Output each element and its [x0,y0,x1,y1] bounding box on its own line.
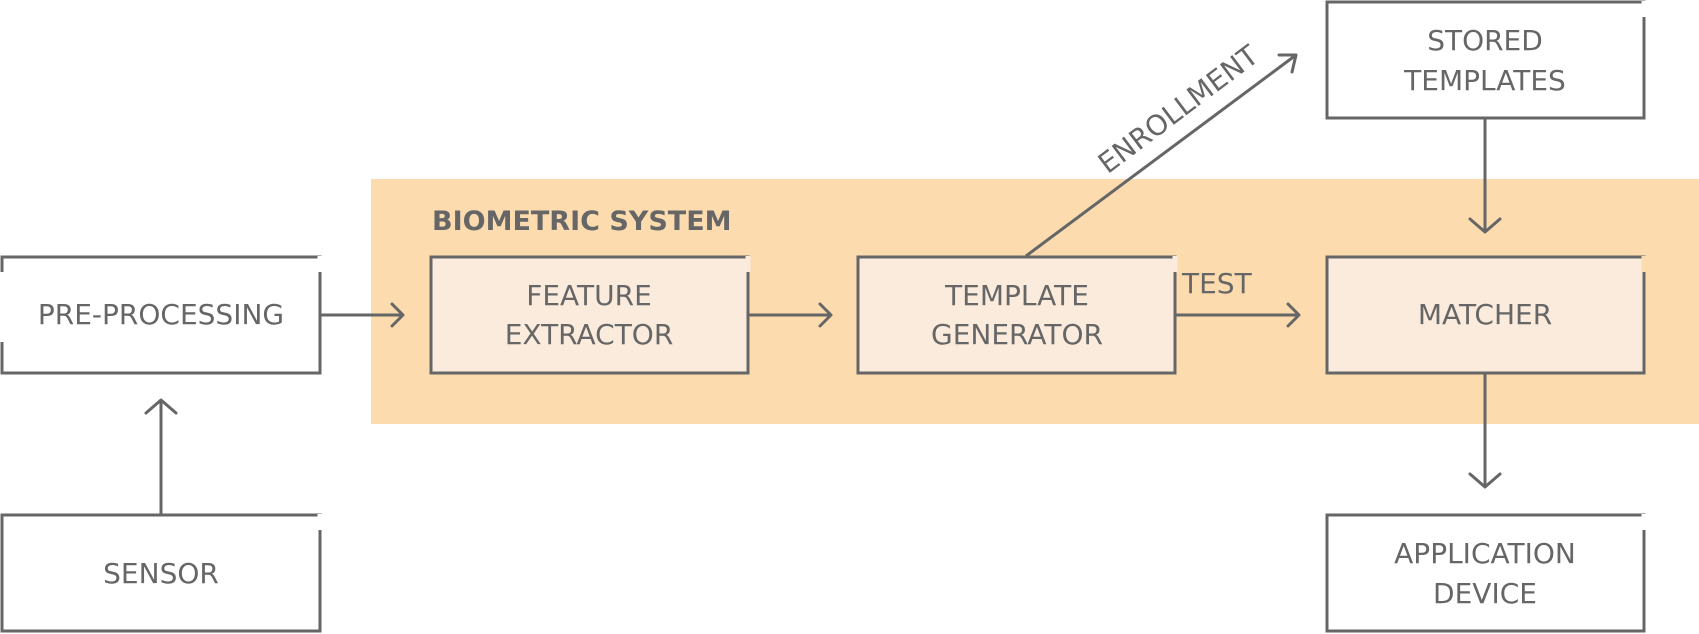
enrollment-label: ENROLLMENT [1092,38,1265,180]
edge-sensor-to-preprocessing [144,398,178,514]
node-matcher-label: MATCHER [1418,298,1552,331]
edge-template-generator-to-stored-templates [1025,53,1298,258]
node-sensor: SENSOR [0,513,323,633]
edge-template-generator-to-matcher [1176,302,1301,328]
edge-stored-templates-to-matcher [1468,119,1502,234]
edge-matcher-to-application-device [1468,374,1502,489]
node-application-device: APPLICATION DEVICE [1325,513,1647,633]
node-matcher: MATCHER [1325,255,1647,375]
node-stored-templates-label-line2: TEMPLATES [1403,64,1566,97]
node-template-generator-label-line1: TEMPLATE [944,279,1089,312]
node-application-device-label-line2: DEVICE [1433,577,1537,610]
node-sensor-label: SENSOR [103,557,219,590]
node-feature-extractor-label-line1: FEATURE [526,279,652,312]
node-feature-extractor-label-line2: EXTRACTOR [505,318,674,351]
node-stored-templates: STORED TEMPLATES [1325,0,1647,120]
node-application-device-label-line1: APPLICATION [1394,537,1576,570]
node-pre-processing-label: PRE-PROCESSING [38,298,284,331]
edge-feature-extractor-to-template-generator [748,302,833,328]
node-template-generator-label-line2: GENERATOR [931,318,1103,351]
node-pre-processing: PRE-PROCESSING [0,255,323,375]
node-template-generator: TEMPLATE GENERATOR [856,255,1178,375]
node-feature-extractor: FEATURE EXTRACTOR [429,255,751,375]
node-stored-templates-label-line1: STORED [1427,24,1543,57]
edge-preprocessing-to-feature-extractor [320,302,405,328]
biometric-system-label: BIOMETRIC SYSTEM [432,206,732,237]
test-label: TEST [1181,267,1253,300]
